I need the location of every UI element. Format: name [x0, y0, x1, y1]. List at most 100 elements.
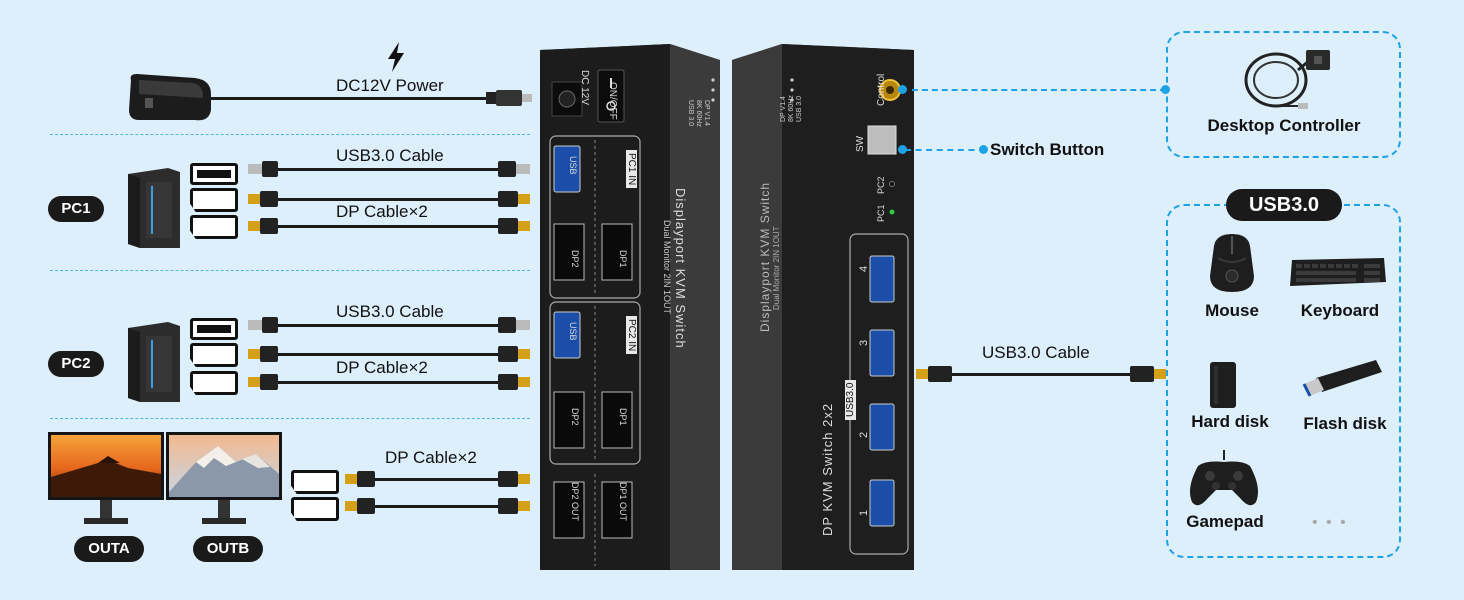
- flash-disk-label: Flash disk: [1303, 414, 1387, 433]
- back-title: DP KVM Switch 2x2: [820, 402, 835, 536]
- pc2-plug-left-dp1: [248, 346, 278, 362]
- pc1-dp-cable-1: [275, 198, 500, 201]
- pc1-plug-left-dp2: [248, 218, 278, 234]
- switch-connector-dot-2: [979, 145, 988, 154]
- pc1-dp-cable-2: [275, 225, 500, 228]
- lightning-icon: [386, 42, 406, 72]
- front-dp2-label-2: DP2: [570, 408, 580, 426]
- front-dp2-label-1: DP2: [570, 250, 580, 268]
- front-dp1-label-2: DP1: [618, 408, 628, 426]
- pc2-dp-port-icon-1: [190, 343, 238, 367]
- keyboard-icon: [1288, 256, 1388, 288]
- back-spec-2: 8K 60Hz: [788, 95, 795, 122]
- desktop-controller-box: [1166, 31, 1401, 158]
- desktop-controller-label: Desktop Controller: [1207, 116, 1361, 135]
- pc1-tower-icon: [128, 168, 180, 248]
- kvm-front-panel: [540, 44, 720, 570]
- usb-hub-cable: [950, 373, 1134, 376]
- front-usb-label-1: USB: [568, 156, 578, 175]
- pc2-tower-icon: [128, 322, 180, 402]
- front-subtitle: Dual Monitor 2IN 1OUT: [662, 220, 672, 315]
- pc2-usb-cable-label: USB3.0 Cable: [336, 302, 444, 321]
- back-port-number-3: 3: [858, 339, 870, 346]
- front-dc12v-label: DC 12V: [579, 70, 590, 106]
- pc2-usb-cable: [275, 324, 500, 327]
- control-connector-dot-2: [1161, 85, 1170, 94]
- pc1-dp-port-icon-1: [190, 188, 238, 212]
- gamepad-label: Gamepad: [1186, 512, 1264, 531]
- front-dp1-out-label: DP1 OUT: [618, 482, 628, 522]
- front-dp2-out-label: DP2 OUT: [570, 482, 580, 522]
- front-pc2-in-label: PC2 IN: [626, 316, 637, 355]
- divider-1: [50, 134, 530, 135]
- back-pc2-label: PC2: [876, 176, 886, 194]
- pc1-dp-port-icon-2: [190, 215, 238, 239]
- usb30-badge: USB3.0: [1226, 189, 1342, 221]
- pc1-usb-cable-label: USB3.0 Cable: [336, 146, 444, 165]
- out-plug-left-1: [345, 471, 375, 487]
- back-subtitle: Displayport KVM Switch: [758, 181, 772, 332]
- out-plug-right-2: [498, 498, 530, 514]
- gamepad-icon: [1186, 448, 1262, 510]
- out-dp-cable-2: [372, 505, 500, 508]
- pc1-usb-cable: [275, 168, 500, 171]
- pc1-plug-left-usb: [248, 161, 278, 177]
- usb-hub-plug-right: [1130, 366, 1166, 382]
- front-spec-3: USB 3.0: [687, 100, 694, 127]
- back-port-number-1: 1: [858, 509, 870, 516]
- switch-connector-line: [905, 149, 985, 151]
- out-plug-right-1: [498, 471, 530, 487]
- divider-2: [50, 270, 530, 271]
- out-dp-cable-label: DP Cable×2: [385, 448, 477, 467]
- back-control-label: Control: [876, 73, 887, 106]
- usb-hub-cable-label: USB3.0 Cable: [982, 343, 1090, 362]
- pc1-plug-right-dp2: [498, 218, 530, 234]
- front-on-off-label: ON/OFF: [607, 82, 618, 120]
- monitor-a-icon: [48, 432, 164, 528]
- back-pc1-label: PC1: [876, 204, 886, 222]
- pc1-badge: PC1: [48, 196, 104, 222]
- mouse-icon: [1204, 232, 1260, 294]
- back-spec-3: USB 3.0: [796, 95, 803, 122]
- front-title: Displayport KVM Switch: [673, 188, 688, 349]
- power-label: DC12V Power: [336, 76, 444, 95]
- pc2-dp-cable-label: DP Cable×2: [336, 358, 428, 377]
- control-connector-line: [912, 89, 1166, 91]
- pc1-plug-right-dp1: [498, 191, 530, 207]
- control-connector-dot-1: [898, 85, 907, 94]
- back-port-number-2: 2: [858, 431, 870, 438]
- pc2-dp-port-icon-2: [190, 371, 238, 395]
- pc1-dp-cable-label: DP Cable×2: [336, 202, 428, 221]
- pc1-usb-port-icon: [190, 163, 238, 185]
- hard-disk-icon: [1208, 360, 1240, 410]
- pc2-badge: PC2: [48, 351, 104, 377]
- front-usb-label-2: USB: [568, 322, 578, 341]
- front-pc1-in-label: PC1 IN: [626, 150, 637, 189]
- switch-connector-dot-1: [898, 145, 907, 154]
- pc2-usb-port-icon: [190, 318, 238, 340]
- pc2-plug-left-usb: [248, 317, 278, 333]
- front-spec-1: DP V1.4: [703, 100, 710, 126]
- pc2-plug-right-dp2: [498, 374, 530, 390]
- keyboard-label: Keyboard: [1300, 301, 1380, 320]
- divider-3: [50, 418, 530, 419]
- outa-badge: OUTA: [74, 536, 144, 562]
- pc2-dp-cable-1: [275, 353, 500, 356]
- power-plug: [486, 90, 532, 106]
- out-dp-cable-1: [372, 478, 500, 481]
- pc2-plug-right-dp1: [498, 346, 530, 362]
- switch-button-label: Switch Button: [990, 140, 1105, 159]
- outb-badge: OUTB: [193, 536, 263, 562]
- pc2-dp-cable-2: [275, 381, 500, 384]
- front-spec-2: 8K 60Hz: [695, 100, 702, 127]
- back-subtitle-2: Dual Monitor 2IN 1OUT: [772, 226, 781, 310]
- monitor-b-icon: [166, 432, 282, 528]
- out-plug-left-2: [345, 498, 375, 514]
- pc2-plug-right-usb: [498, 317, 530, 333]
- power-adapter: [125, 70, 215, 125]
- back-spec-1: DP V1.4: [780, 96, 787, 122]
- kvm-back-panel: [732, 44, 914, 570]
- more-devices-ellipsis: • • •: [1312, 514, 1348, 531]
- pc2-plug-left-dp2: [248, 374, 278, 390]
- back-usb30-label: USB3.0: [845, 379, 856, 420]
